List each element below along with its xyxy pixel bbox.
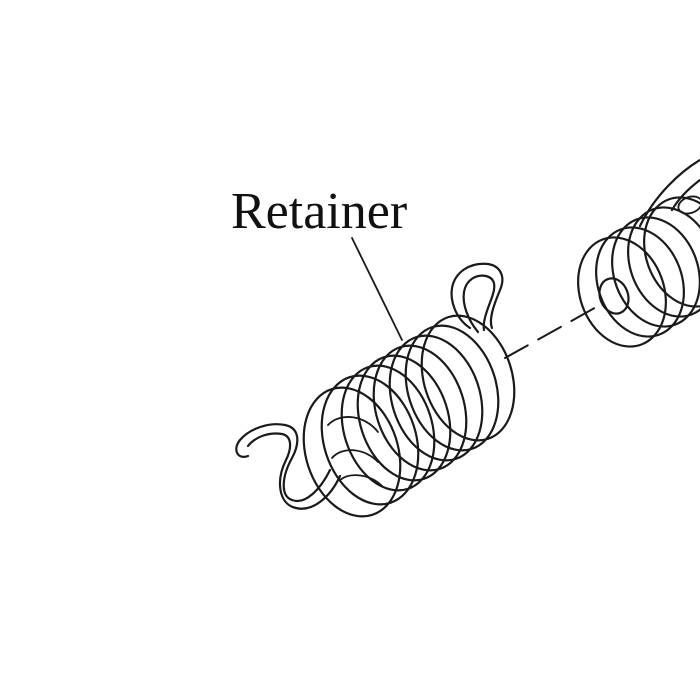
hub-top-edge <box>638 158 700 228</box>
coil-inner-mid <box>331 449 379 463</box>
second-spring-front <box>577 236 667 348</box>
second-spring <box>577 158 700 348</box>
lower-hook <box>235 423 332 503</box>
retainer-spring <box>235 262 516 518</box>
coil-inner-top <box>327 416 379 433</box>
center-hole <box>598 277 630 315</box>
hub-slot <box>677 195 700 215</box>
coil-inner-low <box>339 474 383 487</box>
callout-leader-line <box>351 237 403 341</box>
hub-notch <box>670 178 700 212</box>
axis-dash-line <box>504 304 601 359</box>
spring-coils <box>302 314 516 518</box>
upper-hook-inner <box>462 274 496 334</box>
upper-hook <box>450 262 504 330</box>
retainer-label: Retainer <box>231 183 408 240</box>
lower-hook-inner <box>246 432 342 510</box>
